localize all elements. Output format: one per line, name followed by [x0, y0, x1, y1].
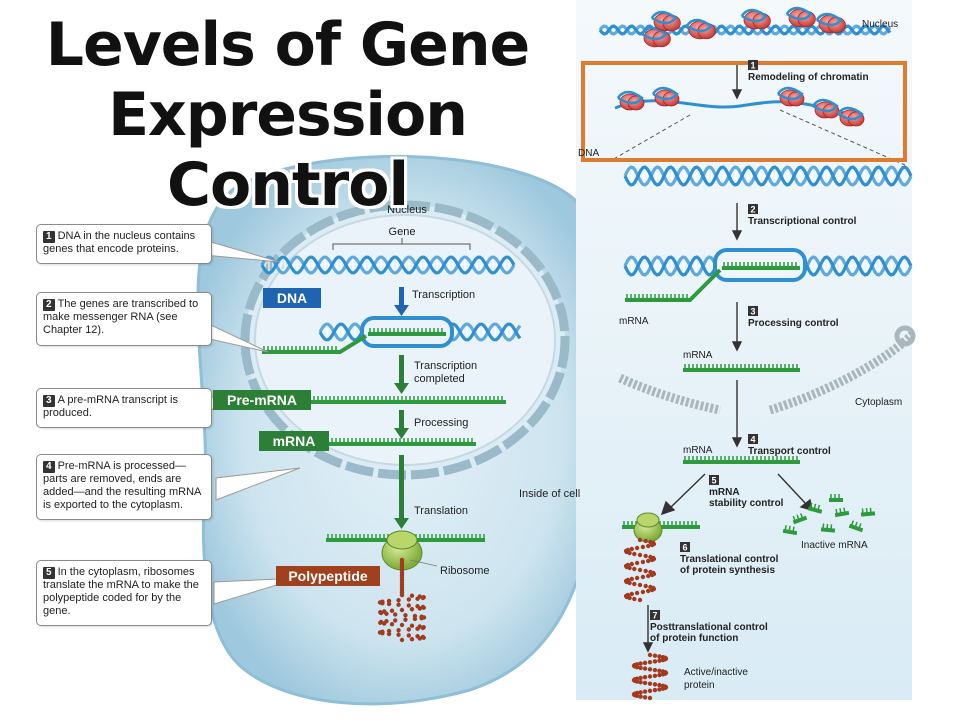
protein-chain-synthesis	[623, 537, 657, 603]
right-step-1-number: 1	[751, 61, 756, 71]
right-step-5-number: 5	[712, 476, 717, 486]
slide-title: Levels of Gene Expression Control	[0, 10, 575, 220]
transcription-completed-label-1: Transcription	[414, 360, 477, 372]
transcription-bubble	[262, 316, 522, 354]
mrna-tag: mRNA	[259, 431, 329, 451]
ribosome-label: Ribosome	[440, 565, 490, 577]
title-line-1: Levels of Gene	[45, 10, 530, 80]
dna-tag: DNA	[263, 288, 321, 308]
pre-mrna-tag: Pre-mRNA	[213, 390, 311, 410]
chromatin-remodeled	[614, 86, 865, 127]
right-nucleus-label: Nucleus	[862, 19, 898, 30]
transcription-arrow	[394, 287, 409, 316]
right-step-4-number: 4	[751, 435, 756, 445]
polypeptide-chain	[377, 557, 427, 643]
right-step-6-number: 6	[683, 543, 688, 553]
right-step-6-label: of protein synthesis	[680, 565, 775, 576]
cytoplasm-label: Cytoplasm	[855, 397, 902, 408]
step-3-number: 3	[43, 395, 55, 407]
nuclear-membrane-left	[618, 373, 721, 415]
right-step-5-label: mRNA	[709, 487, 740, 498]
completion-arrow	[394, 355, 409, 394]
right-mrna-label-1: mRNA	[683, 350, 713, 361]
step-1-number: 1	[43, 231, 55, 243]
inactive-mrna-fragments	[782, 494, 876, 536]
step-4-number: 4	[43, 461, 55, 473]
chromatin-condensed	[598, 6, 892, 48]
processing-label: Processing	[414, 417, 468, 429]
translation-arrow	[394, 455, 409, 529]
translation-label: Translation	[414, 505, 468, 517]
right-step-7-label: of protein function	[650, 633, 738, 644]
zoom-lines	[611, 109, 906, 166]
right-step-3-label: Processing control	[748, 318, 839, 329]
step-4-text: Pre-mRNA is processed—parts are removed,…	[43, 460, 201, 511]
ribosome	[381, 530, 423, 571]
nucleus-label: Nucleus	[387, 204, 427, 216]
step-3-text: A pre-mRNA transcript is produced.	[43, 394, 178, 419]
mrna-strand	[326, 438, 476, 446]
right-ribosome	[633, 512, 663, 543]
right-step-1-label: Remodeling of chromatin	[748, 72, 869, 83]
step-1-text: DNA in the nucleus contains genes that e…	[43, 230, 196, 255]
polypeptide-tag: Polypeptide	[276, 566, 380, 586]
transcription-label: Transcription	[412, 289, 475, 301]
dna-helix-transcribed	[623, 248, 913, 302]
right-step-3-number: 3	[751, 307, 756, 317]
nuclear-pore	[894, 325, 916, 347]
dna-helix-right	[623, 165, 913, 187]
gene-bracket	[332, 238, 471, 250]
right-mrna-label-2: mRNA	[683, 445, 713, 456]
right-mrna-cut-label: mRNA	[619, 316, 649, 327]
pre-mrna-strand	[308, 396, 506, 404]
inside-of-cell-label: Inside of cell	[519, 488, 580, 500]
gene-label: Gene	[389, 226, 416, 238]
step-2-number: 2	[43, 299, 55, 311]
transcription-completed-label-2: completed	[414, 373, 465, 385]
step-5-text: In the cytoplasm, ribosomes translate th…	[43, 566, 199, 617]
ribosome-leader	[409, 559, 438, 567]
step-2-text: The genes are transcribed to make messen…	[43, 298, 199, 336]
nuclear-membrane-right	[768, 331, 916, 415]
highlight-box	[581, 61, 907, 162]
right-step-7-label: Posttranslational control	[650, 622, 768, 633]
step-arrows	[642, 62, 813, 653]
active-protein-label-1: Active/inactive	[684, 667, 748, 678]
protein-chain-active	[631, 652, 669, 701]
right-step-2-number: 2	[751, 205, 756, 215]
right-step-7-number: 7	[653, 611, 658, 621]
right-step-4-label: Transport control	[748, 446, 831, 457]
processing-arrow	[394, 410, 409, 439]
right-step-5-label: stability control	[709, 498, 784, 509]
right-step-6-label: Translational control	[680, 554, 779, 565]
callout-leaders	[195, 239, 301, 605]
right-dna-label: DNA	[578, 148, 599, 159]
inactive-mrna-label: Inactive mRNA	[801, 540, 868, 551]
active-protein-label-2: protein	[684, 680, 715, 691]
step-5-number: 5	[43, 567, 55, 579]
title-line-2: Expression Control	[108, 80, 468, 220]
right-step-2-label: Transcriptional control	[748, 216, 857, 227]
